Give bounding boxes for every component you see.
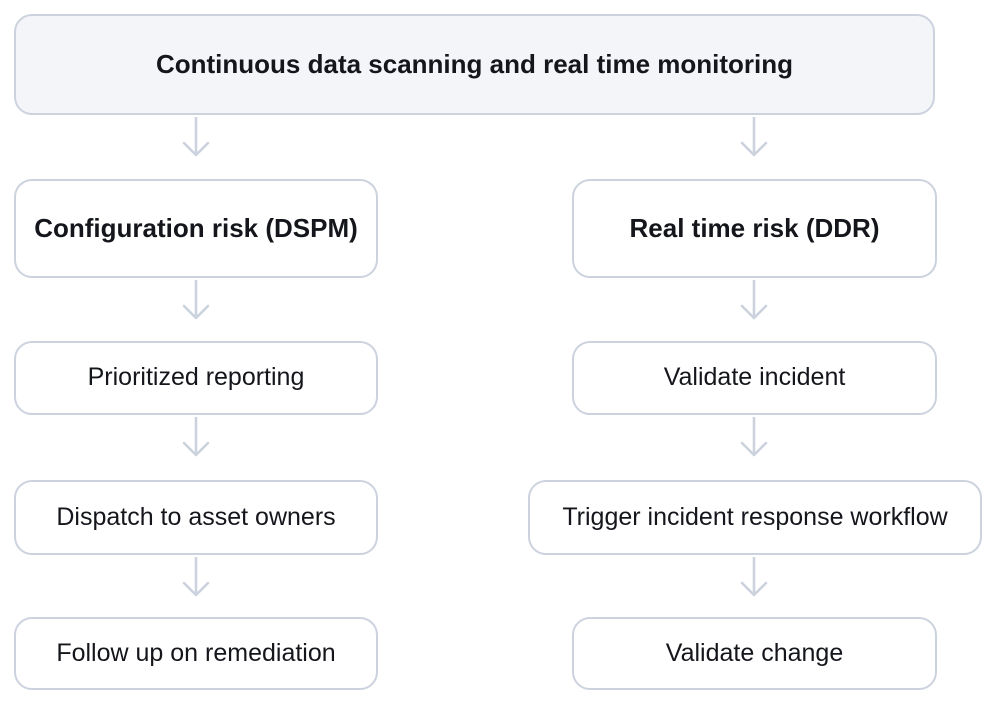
step-box-prioritized-reporting: Prioritized reporting: [14, 341, 378, 415]
step-label: Trigger incident response workflow: [562, 502, 948, 531]
step-box-follow-up-on-remediation: Follow up on remediation: [14, 617, 378, 690]
step-label: Validate incident: [663, 363, 846, 392]
arrow-down-icon: [182, 280, 210, 320]
arrow-down-icon: [182, 117, 210, 157]
dspm-header-label: Configuration risk (DSPM): [34, 213, 358, 244]
step-label: Follow up on remediation: [56, 638, 336, 667]
ddr-header-label: Real time risk (DDR): [629, 213, 880, 244]
step-label: Prioritized reporting: [87, 363, 305, 392]
step-box-trigger-incident-response-workflow: Trigger incident response workflow: [528, 480, 982, 555]
step-box-validate-change: Validate change: [572, 617, 937, 690]
arrow-down-icon: [740, 557, 768, 597]
banner-label: Continuous data scanning and real time m…: [155, 49, 794, 80]
arrow-down-icon: [740, 417, 768, 457]
step-box-validate-incident: Validate incident: [572, 341, 937, 415]
step-label: Dispatch to asset owners: [56, 502, 336, 531]
arrow-down-icon: [740, 117, 768, 157]
arrow-down-icon: [182, 557, 210, 597]
ddr-header-box: Real time risk (DDR): [572, 179, 937, 278]
step-box-dispatch-to-asset-owners: Dispatch to asset owners: [14, 480, 378, 555]
step-label: Validate change: [665, 638, 844, 667]
arrow-down-icon: [182, 417, 210, 457]
banner-box: Continuous data scanning and real time m…: [14, 14, 935, 115]
dspm-header-box: Configuration risk (DSPM): [14, 179, 378, 278]
arrow-down-icon: [740, 280, 768, 320]
